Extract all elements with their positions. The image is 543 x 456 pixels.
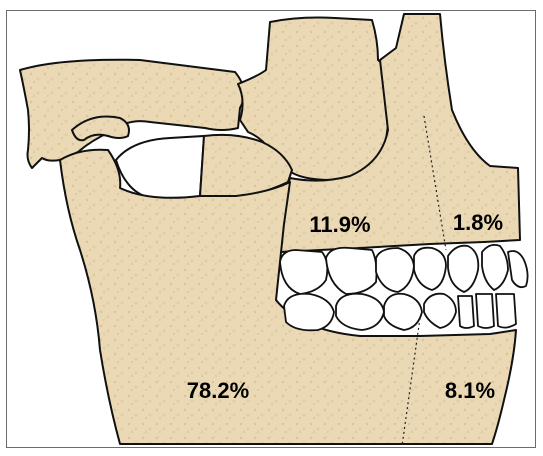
- upper-teeth: [280, 245, 528, 294]
- mandible-posterior-percentage: 78.2%: [187, 378, 249, 403]
- maxilla-anterior-percentage: 1.8%: [453, 210, 503, 235]
- sigmoid-notch-gap: [116, 136, 204, 199]
- lower-teeth: [284, 294, 516, 331]
- maxilla-posterior-percentage: 11.9%: [309, 212, 370, 237]
- mandible-anterior-percentage: 8.1%: [445, 378, 495, 403]
